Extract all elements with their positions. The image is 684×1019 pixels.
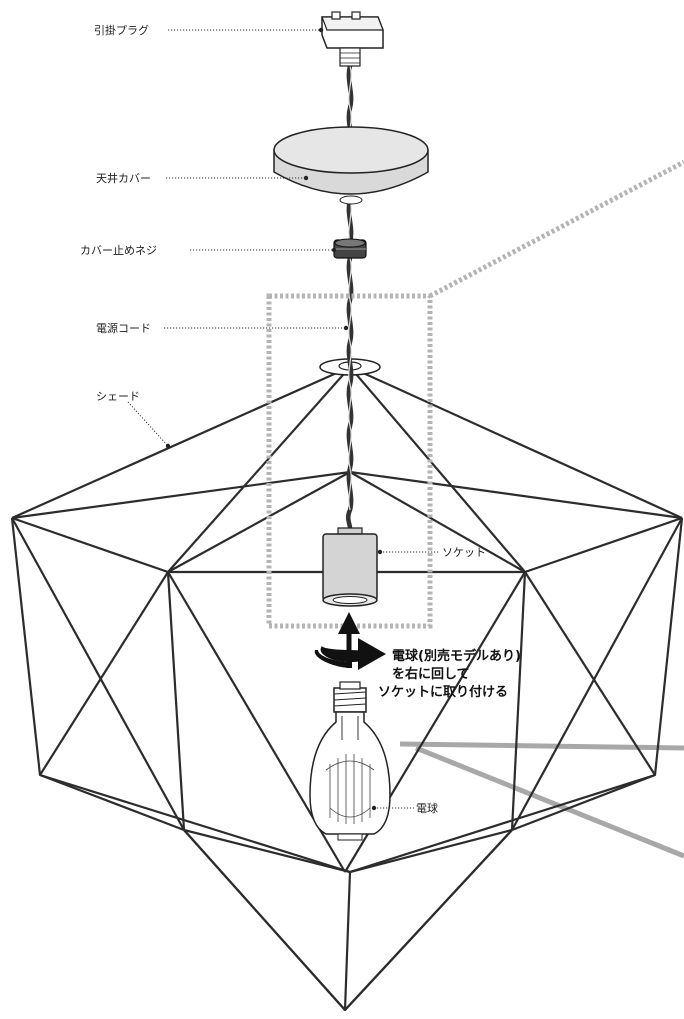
ceiling-plug bbox=[321, 11, 384, 67]
rotate-right-arrow bbox=[314, 638, 386, 670]
cover-screw bbox=[333, 238, 367, 259]
label-shade: シェード bbox=[96, 390, 140, 403]
light-bulb bbox=[309, 681, 391, 841]
instruction-line-3: ソケットに取り付ける bbox=[378, 684, 508, 700]
instruction-line-1: 電球(別売モデルあり) bbox=[392, 648, 521, 664]
socket bbox=[322, 527, 378, 607]
zoom-box bbox=[266, 293, 433, 629]
label-power-cord: 電源コード bbox=[96, 321, 151, 335]
label-cover-screw: カバー止めネジ bbox=[80, 244, 157, 257]
leaders bbox=[127, 27, 440, 811]
label-ceiling-cover: 天井カバー bbox=[96, 171, 151, 185]
label-bulb: 電球 bbox=[416, 801, 438, 815]
label-socket: ソケット bbox=[442, 546, 486, 559]
label-plug: 引掛プラグ bbox=[94, 23, 149, 37]
ceiling-cover bbox=[273, 126, 429, 205]
instruction-line-2: を右に回して bbox=[392, 666, 470, 682]
